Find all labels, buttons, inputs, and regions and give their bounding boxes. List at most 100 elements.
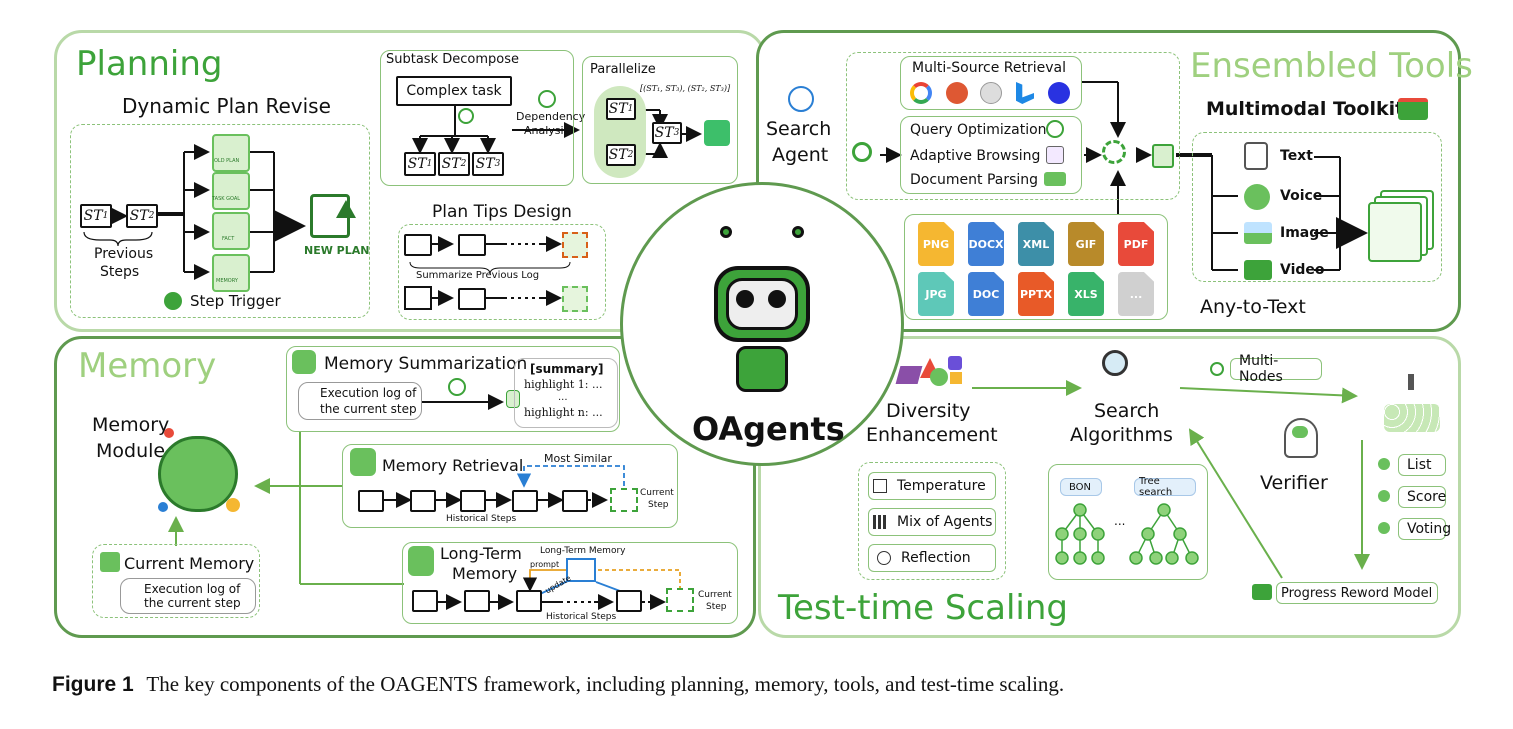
current-memory-title: Current Memory [124,554,255,573]
voting-dot [1378,522,1390,534]
openai-icon-subtask [458,108,474,124]
openai-icon-summary [448,378,466,396]
multimodal-box [1192,132,1442,282]
highlight-ellipsis: ... [558,392,568,403]
scaling-title: Test-time Scaling [778,588,1068,628]
shapes-icon [895,354,964,388]
summarization-title: Memory Summarization [324,354,528,374]
current-exec-line2: the current step [144,596,241,610]
summary-label: [summary] [530,362,604,376]
image-picture-icon [1244,222,1272,244]
voice-wave-icon [1244,184,1270,210]
search-algorithms-line2: Algorithms [1070,424,1173,446]
fact-icon [212,212,250,250]
summary-exec-line1: Execution log of [320,386,417,400]
diversity-line1: Diversity [886,400,971,422]
summary-output-box [514,358,618,428]
summary-exec-line2: the current step [320,402,417,416]
voting-chip: Voting [1398,518,1451,540]
ltm-step-4 [616,590,642,612]
bar-chart-icon [873,515,889,529]
prompt-label: prompt [530,560,560,569]
parallelize-title: Parallelize [590,62,656,77]
search-agent-line2: Agent [772,144,829,166]
search-gear-icon [1102,140,1126,164]
modality-voice: Voice [1280,188,1323,204]
planning-title: Planning [76,44,223,84]
dependency-line1: Dependency [516,110,586,123]
step-trigger-label: Step Trigger [190,292,281,310]
globe-search-icon [788,86,814,112]
openai-icon-dependency [538,90,556,108]
verifier-label: Verifier [1260,472,1328,494]
query-optimization: Query Optimization [910,122,1047,138]
openai-icon-query [1046,120,1064,138]
retrieval-current-line1: Current [640,488,674,498]
tips-step-a1 [404,234,432,256]
any-to-text: Any-to-Text [1200,296,1306,318]
retrieval-box [342,444,678,528]
database-clock-icon [408,546,434,576]
old-plan-label: OLD PLAN [214,158,240,164]
tips-step-b2 [458,288,486,310]
summary-exec-box [298,382,422,420]
ltm-current-line1: Current [698,590,732,600]
ltm-label: Long-Term Memory [540,546,626,556]
tips-doc-icon-a [562,232,588,258]
tree-ellipsis: ... [1114,514,1126,528]
temperature-chip: Temperature [868,472,996,500]
share-hub-icon [1368,202,1422,262]
file-more: ... [1118,272,1154,316]
orbit-dot-red [164,428,174,438]
figure-text: The key components of the OAGENTS framew… [146,672,1065,696]
sliders-icon [873,479,887,493]
document-stack-icon [1044,172,1066,186]
long-term-box [402,542,738,624]
ltm-node [566,558,596,582]
old-plan-icon [212,134,250,172]
database-search-icon [350,448,376,476]
search-tree-icon [1102,350,1128,376]
file-doc: DOC [968,272,1004,316]
memory-module-line2: Module [96,440,166,462]
parallelize-box [582,56,738,184]
current-exec-box [120,578,256,614]
multimodal-toolkit-title: Multimodal Toolkit [1206,98,1405,120]
retrieval-step-4 [512,490,538,512]
memory-module-line1: Memory [92,414,170,436]
summarize-label: Summarize Previous Log [416,270,540,281]
multi-source-box [900,56,1082,110]
fact-label: FACT [222,236,235,242]
dependency-line2: Analysis [524,124,570,137]
browser-grid-icon [1046,146,1064,164]
toolbox-icon [1398,98,1428,120]
file-pdf: PDF [1118,222,1154,266]
bon-chip: BON [1060,478,1102,496]
verifier-brain-icon [1292,426,1308,438]
query-methods-box [900,116,1082,194]
complex-task-box: Complex task [396,76,512,106]
ltm-current-step [666,588,694,612]
file-xls: XLS [1068,272,1104,316]
summarization-box [286,346,620,432]
tree-search-chip: Tree search [1134,476,1196,498]
note-icon [100,552,120,572]
verifier-head-icon [1284,418,1318,458]
refresh-icon [1210,362,1224,376]
ltm-step-1 [412,590,438,612]
search-algorithms-line1: Search [1094,400,1160,422]
file-types-box [904,214,1168,320]
dynamic-plan-title: Dynamic Plan Revise [122,94,331,118]
center-name: OAgents [692,410,845,448]
mix-agents-chip: Mix of Agents [868,508,996,536]
ltm-step-2 [464,590,490,612]
figure-label: Figure 1 [52,673,134,696]
modality-video: Video [1280,262,1325,278]
task-goal-icon [212,172,250,210]
